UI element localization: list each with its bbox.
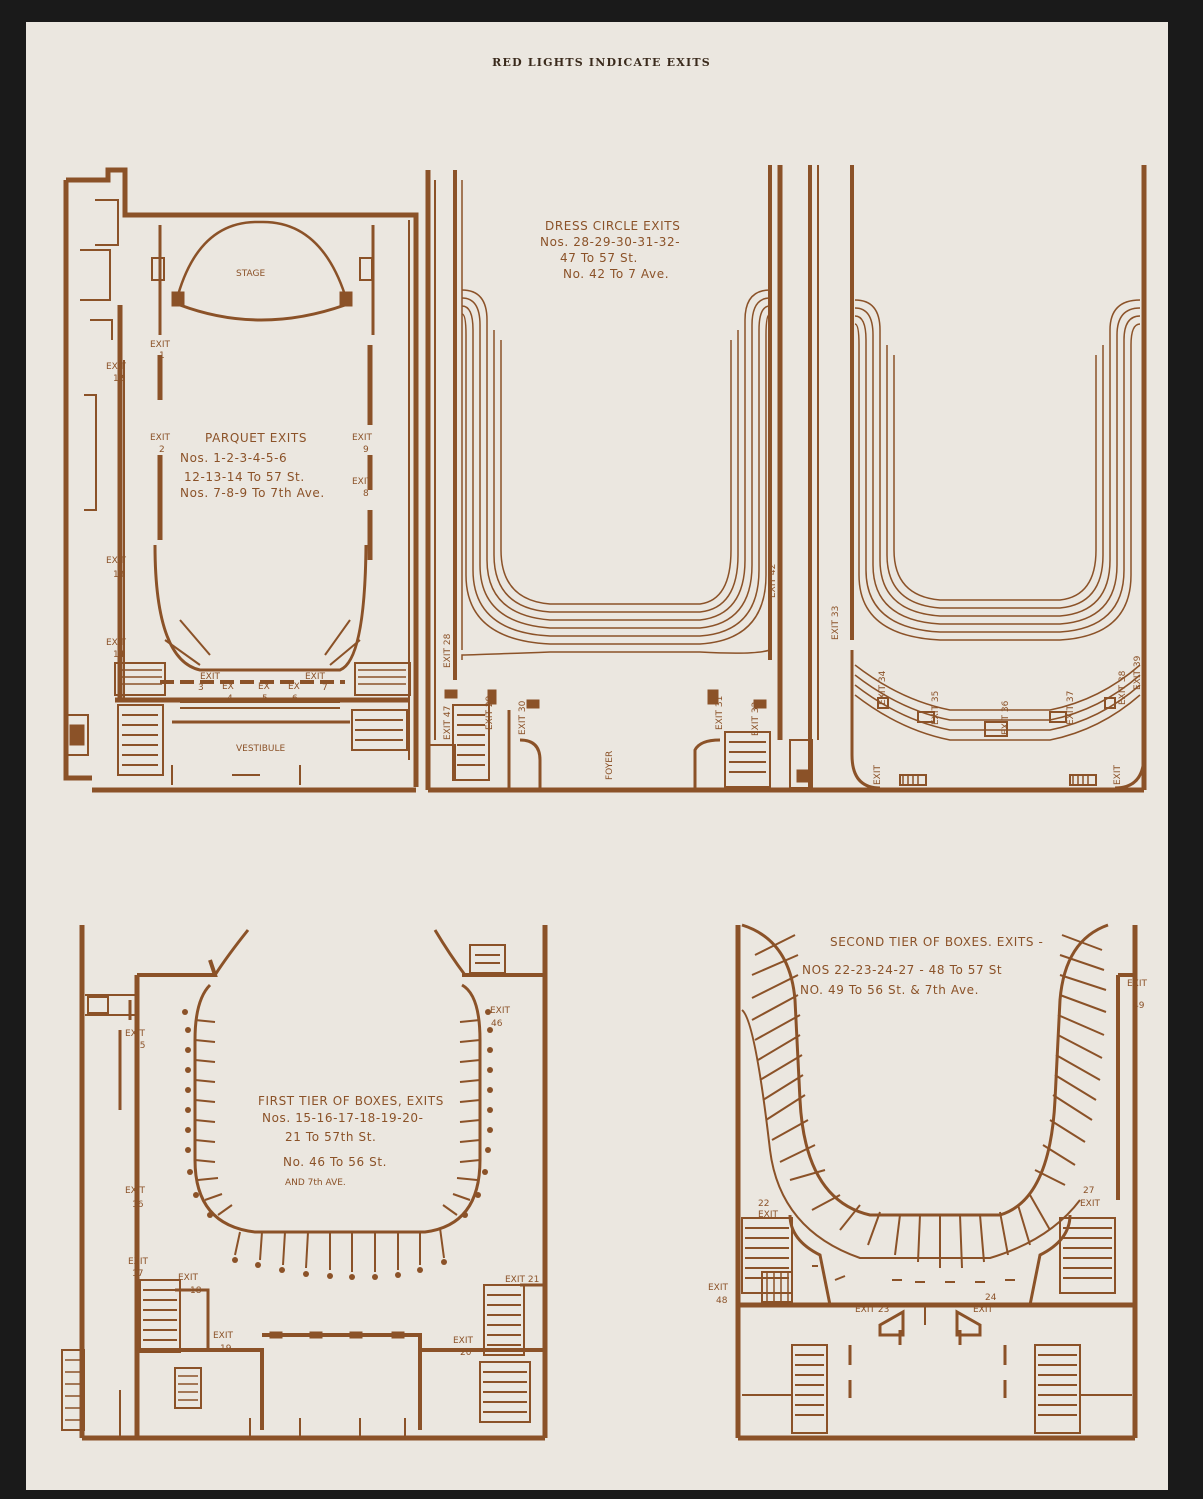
exit-33-label: EXIT 33 bbox=[831, 606, 841, 640]
page-title: RED LIGHTS INDICATE EXITS bbox=[492, 56, 711, 69]
first-tier-notes-line2: 21 To 57th St. bbox=[285, 1130, 376, 1144]
exit-16-number: 16 bbox=[132, 1200, 144, 1210]
parquet-notes-line2: 12-13-14 To 57 St. bbox=[184, 470, 305, 484]
exit-3-label: EXIT bbox=[200, 672, 221, 682]
exit-6-label: EX bbox=[288, 682, 300, 692]
exit-right-label: EXIT bbox=[1113, 764, 1123, 785]
exit-19-label: EXIT bbox=[213, 1331, 234, 1341]
exit-8-number: 8 bbox=[363, 489, 369, 499]
exit-27-number: 27 bbox=[1083, 1186, 1094, 1196]
foyer-label: FOYER bbox=[605, 751, 615, 780]
exit-2-label: EXIT bbox=[150, 433, 171, 443]
exit-19-number: 19 bbox=[220, 1344, 232, 1354]
exit-8-label: EXIT bbox=[352, 477, 373, 487]
second-tier-notes-title: SECOND TIER OF BOXES. EXITS - bbox=[830, 935, 1043, 949]
exit-31-label: EXIT 31 bbox=[715, 696, 725, 730]
first-tier-notes-line3: No. 46 To 56 St. bbox=[283, 1155, 387, 1169]
exit-24-label: EXIT bbox=[973, 1305, 994, 1315]
exit-15-label: EXIT bbox=[125, 1029, 146, 1039]
exit-13-number: 13 bbox=[113, 570, 124, 580]
dress-circle-notes-title: DRESS CIRCLE EXITS bbox=[545, 219, 680, 233]
exit-42-label: EXIT 42 bbox=[768, 564, 778, 598]
exit-18-number: 18 bbox=[190, 1286, 202, 1296]
exit-6-number: 6 bbox=[292, 694, 298, 704]
exit-48-number: 48 bbox=[716, 1296, 728, 1306]
exit-21-label: EXIT 21 bbox=[505, 1275, 539, 1285]
exit-9-label: EXIT bbox=[352, 433, 373, 443]
exit-1-number: 1 bbox=[159, 351, 165, 361]
first-tier-notes-title: FIRST TIER OF BOXES, EXITS bbox=[258, 1094, 444, 1108]
exit-17-label: EXIT bbox=[128, 1257, 149, 1267]
stage-label: STAGE bbox=[236, 269, 265, 279]
exit-left-label: EXIT bbox=[873, 764, 883, 785]
vestibule-label: VESTIBULE bbox=[236, 744, 285, 754]
exit-30-label: EXIT 30 bbox=[518, 700, 528, 735]
exit-34-label: EXIT 34 bbox=[878, 670, 888, 705]
exit-47-label: EXIT 47 bbox=[443, 706, 453, 740]
exit-1-label: EXIT bbox=[150, 340, 171, 350]
second-tier-plan bbox=[735, 923, 1138, 1441]
exit-24-number: 24 bbox=[985, 1293, 997, 1303]
first-tier-notes-line1: Nos. 15-16-17-18-19-20- bbox=[262, 1111, 424, 1125]
parquet-notes-line1: Nos. 1-2-3-4-5-6 bbox=[180, 451, 287, 465]
exit-27-label: EXIT bbox=[1080, 1199, 1101, 1209]
exit-4-number: 4 bbox=[227, 694, 233, 704]
exit-28-label: EXIT 28 bbox=[443, 633, 453, 668]
exit-15-number: 15 bbox=[134, 1041, 145, 1051]
second-tier-notes-line2: NO. 49 To 56 St. & 7th Ave. bbox=[800, 983, 979, 997]
exit-14-number: 14 bbox=[113, 650, 125, 660]
exit-22-label: EXIT bbox=[758, 1210, 779, 1220]
exit-48-label: EXIT bbox=[708, 1283, 729, 1293]
dress-circle-notes-line1: Nos. 28-29-30-31-32- bbox=[540, 235, 680, 249]
exit-14-label: EXIT bbox=[106, 638, 127, 648]
exit-3-number: 3 bbox=[198, 683, 204, 693]
exit-39-label: EXIT 39 bbox=[1133, 655, 1143, 690]
exit-4-label: EX bbox=[222, 682, 234, 692]
parquet-notes-line3: Nos. 7-8-9 To 7th Ave. bbox=[180, 486, 325, 500]
exit-12-number: 12 bbox=[113, 374, 124, 384]
exit-29-label: EXIT 29 bbox=[485, 695, 495, 730]
exit-46-label: EXIT bbox=[490, 1006, 511, 1016]
exit-22-number: 22 bbox=[758, 1199, 769, 1209]
exit-17-number: 17 bbox=[132, 1269, 143, 1279]
second-tier-notes-line1: NOS 22-23-24-27 - 48 To 57 St bbox=[802, 963, 1002, 977]
exit-46-number: 46 bbox=[491, 1019, 503, 1029]
exit-20-number: 20 bbox=[460, 1348, 472, 1358]
exit-16-label: EXIT bbox=[125, 1186, 146, 1196]
exit-2-number: 2 bbox=[159, 445, 165, 455]
first-tier-notes-line4: AND 7th AVE. bbox=[285, 1178, 346, 1188]
exit-12-label: EXIT bbox=[106, 362, 127, 372]
paper-sheet bbox=[26, 22, 1168, 1490]
dress-circle-notes-line2: 47 To 57 St. bbox=[560, 251, 638, 265]
exit-20-label: EXIT bbox=[453, 1336, 474, 1346]
exit-38-label: EXIT 38 bbox=[1118, 670, 1128, 705]
exit-49-number: 49 bbox=[1133, 1001, 1145, 1011]
exit-18-label: EXIT bbox=[178, 1273, 199, 1283]
exit-35-label: EXIT 35 bbox=[931, 691, 941, 725]
exit-5-number: 5 bbox=[262, 694, 268, 704]
exit-37-label: EXIT 37 bbox=[1066, 691, 1076, 725]
exit-32-label: EXIT 32 bbox=[751, 702, 761, 736]
dress-circle-right-plan bbox=[780, 165, 1147, 793]
dress-circle-notes-line3: No. 42 To 7 Ave. bbox=[563, 267, 669, 281]
exit-13-label: EXIT bbox=[106, 556, 127, 566]
parquet-notes-title: PARQUET EXITS bbox=[205, 431, 307, 445]
dress-circle-left-plan bbox=[425, 165, 783, 793]
first-tier-plan bbox=[61, 925, 548, 1441]
exit-7-number: 7 bbox=[322, 683, 328, 693]
exit-49-label: EXIT bbox=[1127, 979, 1148, 989]
exit-7-label: EXIT bbox=[305, 672, 326, 682]
exit-36-label: EXIT 36 bbox=[1001, 700, 1011, 735]
exit-9-number: 9 bbox=[363, 445, 369, 455]
exit-5-label: EX bbox=[258, 682, 270, 692]
parquet-plan bbox=[63, 167, 419, 793]
exit-23-label: EXIT 23 bbox=[855, 1305, 889, 1315]
